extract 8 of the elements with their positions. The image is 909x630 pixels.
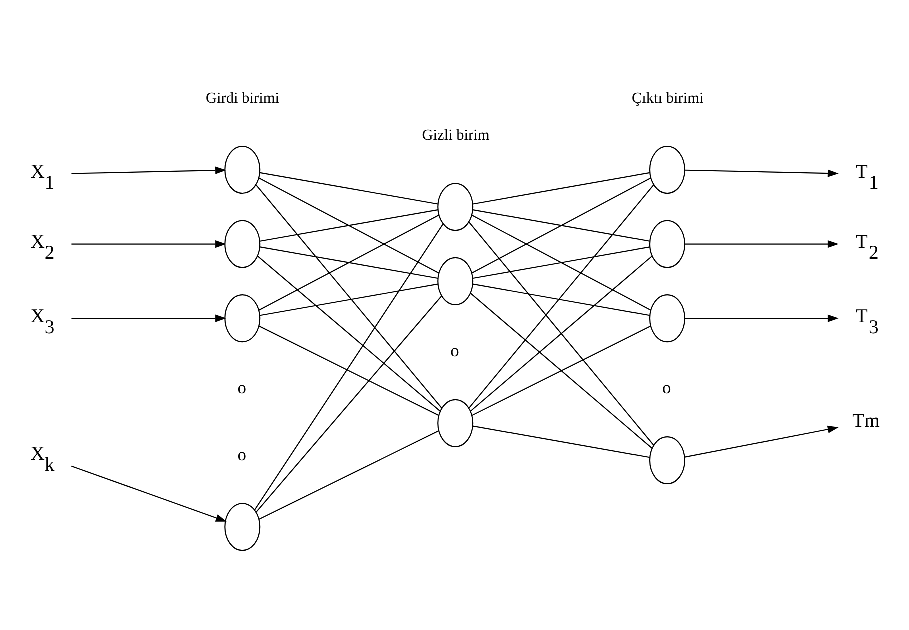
label: Gizli birim — [422, 127, 490, 144]
label: o — [238, 444, 246, 464]
label: o — [450, 340, 460, 361]
label: Çıktı birimi — [632, 90, 704, 108]
label: o — [662, 378, 672, 398]
node-text: Tm — [852, 410, 880, 432]
label: Girdi birimi — [206, 90, 280, 108]
label: o — [238, 378, 246, 398]
